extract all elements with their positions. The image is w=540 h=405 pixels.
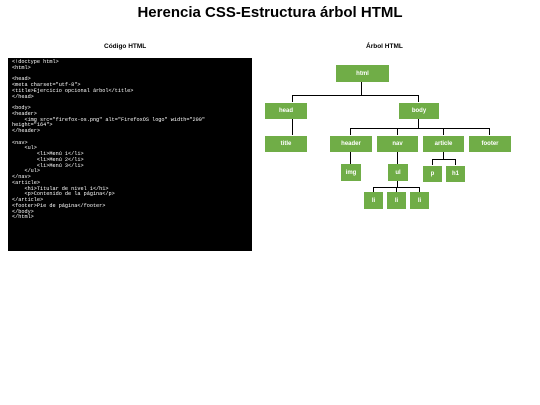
code-line: <head> [12, 76, 31, 83]
connector-line [443, 152, 444, 159]
code-line: <!doctype html> [12, 59, 59, 65]
node-head: head [265, 103, 307, 119]
connector-line [443, 128, 444, 135]
node-nav: nav [377, 136, 418, 152]
code-line: <nav> [12, 139, 28, 146]
code-line: <meta charset="utf-8"> [12, 82, 81, 88]
code-line: height="164"> [12, 122, 53, 129]
code-line: <img src="firefox-os.png" alt="FirefoxOS… [12, 116, 206, 123]
tree-heading: Árbol HTML [366, 43, 403, 50]
connector-line [397, 128, 398, 135]
connector-line [418, 119, 419, 128]
code-line: </header> [12, 128, 41, 134]
code-line: </ul> [12, 168, 41, 175]
node-li: li [410, 192, 429, 209]
code-line: <h1>Titular de nivel 1</h1> [12, 185, 109, 192]
html-code-block: <!doctype html> <html> <head> <meta char… [8, 58, 252, 223]
code-panel: <!doctype html> <html> <head> <meta char… [8, 58, 252, 251]
node-li: li [387, 192, 406, 209]
connector-line [373, 187, 374, 192]
connector-line [397, 152, 398, 164]
node-footer: footer [469, 136, 511, 152]
node-title: title [265, 136, 307, 152]
connector-line [397, 181, 398, 187]
code-line: </nav> [12, 174, 31, 180]
connector-line [396, 187, 397, 192]
connector-line [489, 128, 490, 135]
connector-line [432, 159, 433, 165]
connector-line [350, 128, 490, 129]
code-line: <article> [12, 179, 41, 186]
code-line: <html> [12, 64, 31, 71]
connector-line [292, 119, 293, 135]
code-line: <li>Menú 2</li> [12, 156, 84, 163]
code-line: <li>Menú 1</li> [12, 151, 84, 157]
node-header: header [330, 136, 372, 152]
code-line: </body> [12, 208, 34, 215]
node-h1: h1 [446, 166, 465, 182]
code-line: </html> [12, 214, 34, 221]
code-line: <title>Ejercicio opcional árbol</title> [12, 87, 134, 94]
node-html: html [336, 65, 389, 82]
connector-line [350, 152, 351, 164]
node-article: article [423, 136, 464, 152]
code-line: </article> [12, 197, 44, 203]
code-heading: Código HTML [104, 43, 147, 50]
connector-line [292, 95, 419, 96]
code-line: <p>Contenido de la página</p> [12, 191, 115, 198]
page-title: Herencia CSS-Estructura árbol HTML [137, 4, 403, 21]
connector-line [361, 82, 362, 95]
connector-line [292, 95, 293, 102]
code-line: <footer>Pie de página</footer> [12, 202, 106, 209]
code-line: <li>Menú 3</li> [12, 162, 84, 169]
code-line: <body> [12, 105, 31, 111]
connector-line [418, 95, 419, 102]
code-line: <header> [12, 110, 37, 117]
connector-line [432, 159, 455, 160]
connector-line [419, 187, 420, 192]
node-img: img [341, 164, 361, 181]
code-line: <ul> [12, 145, 37, 152]
connector-line [455, 159, 456, 165]
node-body: body [399, 103, 439, 119]
node-p: p [423, 166, 442, 182]
code-line: </head> [12, 93, 34, 100]
node-ul: ul [388, 164, 408, 181]
node-li: li [364, 192, 383, 209]
connector-line [350, 128, 351, 135]
